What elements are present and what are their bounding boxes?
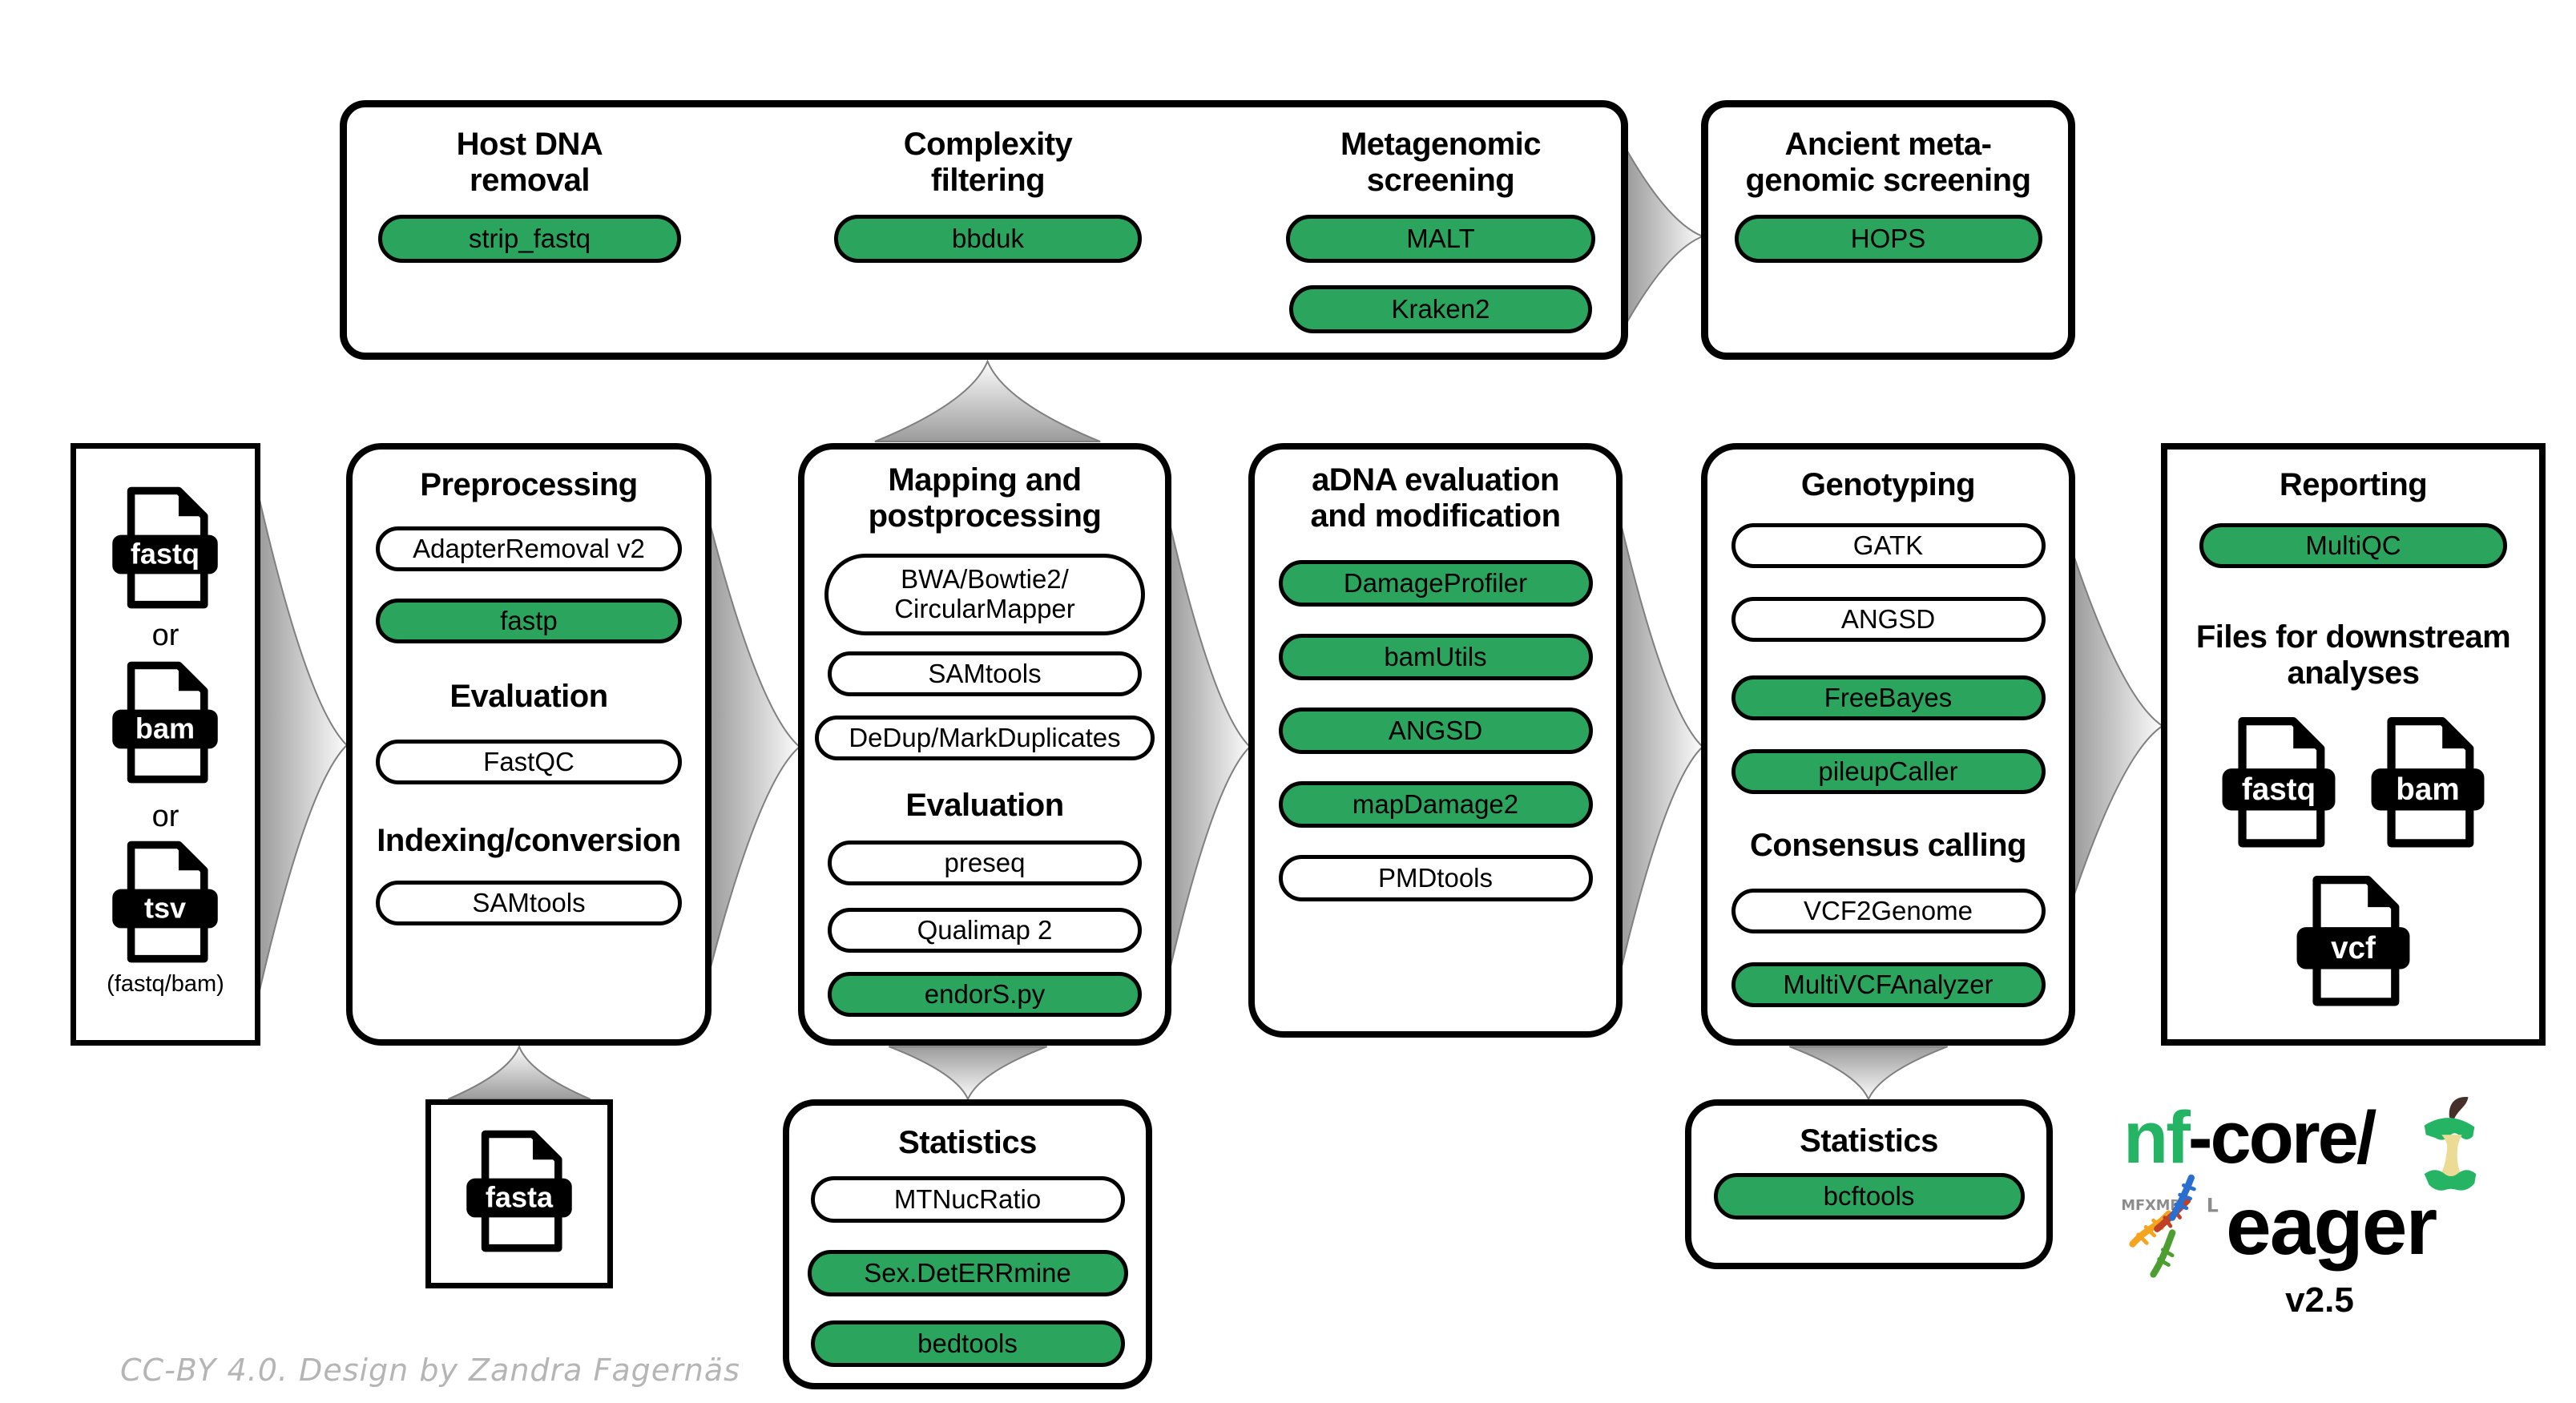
flow-arrow-adna-to-genotyping <box>1620 522 1703 971</box>
dna-helix-icon: MFXMR L <box>2121 1174 2219 1278</box>
svg-text:vcf: vcf <box>2331 931 2376 966</box>
tool-pill-dedup-markduplicates: DeDup/MarkDuplicates <box>815 716 1155 760</box>
subsection-title-indexing: Indexing/conversion <box>377 823 681 858</box>
reporting-box: Reporting MultiQC Files for downstream a… <box>2161 443 2546 1046</box>
mapping-box: Mapping and postprocessing BWA/Bowtie2/ … <box>798 443 1171 1046</box>
tool-pill-angsd: ANGSD <box>1731 597 2046 642</box>
box-title: Preprocessing <box>420 467 638 502</box>
nf-core-wordmark-nf: nf <box>2123 1097 2191 1179</box>
subsection-title-evaluation: Evaluation <box>905 788 1064 823</box>
tool-pill-malt: MALT <box>1286 215 1595 263</box>
genotyping-box: Genotyping GATK ANGSD FreeBayes pileupCa… <box>1701 443 2075 1046</box>
section-title: Metagenomic screening <box>1340 127 1542 198</box>
flow-arrow-preprocessing-to-mapping <box>709 522 800 971</box>
nf-core-wordmark-core: core/ <box>2210 1097 2376 1179</box>
section-host-dna-removal: Host DNA removal strip_fastq <box>361 107 698 353</box>
tool-pill-kraken2: Kraken2 <box>1289 285 1592 333</box>
svg-text:MFXMR: MFXMR <box>2121 1198 2181 1214</box>
apple-core-icon <box>2424 1097 2477 1191</box>
section-title: Host DNA removal <box>456 127 603 198</box>
svg-text:fasta: fasta <box>486 1181 554 1214</box>
fasta-reference-box: fasta <box>425 1099 613 1288</box>
tool-pill-multivcfanalyzer: MultiVCFAnalyzer <box>1731 962 2046 1007</box>
fastq-file-icon: fastq <box>112 486 218 609</box>
section-complexity-filtering: Complexity filtering bbduk <box>816 107 1160 353</box>
tool-pill-fastqc: FastQC <box>376 740 682 784</box>
input-files-box: fastq or bam or tsv (fastq/bam) <box>71 443 260 1046</box>
subsection-title-consensus-calling: Consensus calling <box>1750 828 2026 863</box>
adna-evaluation-box: aDNA evaluation and modification DamageP… <box>1248 443 1623 1038</box>
section-title: Complexity filtering <box>903 127 1073 198</box>
or-label: or <box>151 800 179 833</box>
flow-arrow-genotyping-to-reporting <box>2073 554 2163 897</box>
tool-pill-hops: HOPS <box>1734 215 2042 263</box>
eager-wordmark: eager <box>2226 1180 2437 1272</box>
subsection-title-downstream-files: Files for downstream analyses <box>2195 619 2511 691</box>
or-label: or <box>151 619 179 652</box>
tool-pill-bamutils: bamUtils <box>1278 634 1593 680</box>
tool-pill-fastp: fastp <box>376 599 682 643</box>
statistics-mapping-box: Statistics MTNucRatio Sex.DetERRmine bed… <box>783 1099 1152 1389</box>
box-title: Statistics <box>1800 1123 1938 1159</box>
license-credit: CC-BY 4.0. Design by Zandra Fagernäs <box>120 1353 740 1388</box>
subsection-title-evaluation: Evaluation <box>449 679 608 714</box>
tool-pill-multiqc: MultiQC <box>2199 523 2507 568</box>
tool-pill-mtnucratio: MTNucRatio <box>810 1176 1125 1223</box>
nf-core-wordmark-dash: - <box>2187 1097 2213 1179</box>
input-format-note: (fastq/bam) <box>107 971 224 997</box>
preprocessing-box: Preprocessing AdapterRemoval v2 fastp Ev… <box>346 443 712 1046</box>
pipeline-version: v2.5 <box>2285 1280 2354 1320</box>
flow-arrow-mapping-to-statistics <box>888 1046 1048 1100</box>
svg-text:bam: bam <box>2396 772 2459 807</box>
flow-arrow-mapping-to-screening <box>873 360 1102 443</box>
tool-pill-samtools: SAMtools <box>376 881 682 925</box>
tool-pill-samtools: SAMtools <box>828 651 1142 696</box>
box-title: Genotyping <box>1800 467 1976 502</box>
svg-text:fastq: fastq <box>2242 772 2316 807</box>
tool-pill-pmdtools: PMDtools <box>1278 855 1593 901</box>
box-title: Mapping and postprocessing <box>868 462 1102 534</box>
tool-pill-freebayes: FreeBayes <box>1731 675 2046 720</box>
tool-pill-pileupcaller: pileupCaller <box>1731 749 2046 794</box>
tool-pill-damageprofiler: DamageProfiler <box>1278 560 1593 607</box>
nf-core-wordmark: nf-core/ <box>2123 1096 2376 1180</box>
svg-text:fastq: fastq <box>131 538 200 570</box>
tsv-file-icon: tsv <box>112 841 218 963</box>
box-title: Reporting <box>2279 467 2428 502</box>
fasta-file-icon: fasta <box>466 1130 572 1252</box>
box-title: Ancient meta- genomic screening <box>1745 127 2031 198</box>
svg-text:tsv: tsv <box>144 892 186 925</box>
tool-pill-strip-fastq: strip_fastq <box>378 215 681 263</box>
tool-pill-bwa-bowtie2-circularmapper: BWA/Bowtie2/ CircularMapper <box>824 554 1145 635</box>
tool-pill-sex-deterrmine: Sex.DetERRmine <box>807 1250 1128 1296</box>
bam-file-icon: bam <box>112 661 218 784</box>
tool-pill-adapterremoval: AdapterRemoval v2 <box>376 526 682 571</box>
section-metagenomic-screening: Metagenomic screening MALT Kraken2 <box>1268 107 1613 353</box>
bam-file-icon: bam <box>2371 716 2485 848</box>
tool-pill-endors-py: endorS.py <box>828 972 1142 1017</box>
svg-text:L: L <box>2207 1194 2219 1216</box>
vcf-file-icon: vcf <box>2296 875 2410 1006</box>
screening-box: Host DNA removal strip_fastq Complexity … <box>340 100 1628 360</box>
tool-pill-mapdamage2: mapDamage2 <box>1278 781 1593 828</box>
flow-arrow-mapping-to-adna <box>1169 522 1251 971</box>
fastq-file-icon: fastq <box>2222 716 2336 848</box>
tool-pill-preseq: preseq <box>828 841 1142 885</box>
svg-text:bam: bam <box>135 712 195 745</box>
flow-arrow-screening-to-ancient <box>1626 149 1703 324</box>
flow-arrow-genotyping-to-statistics <box>1788 1046 1949 1100</box>
tool-pill-vcf2genome: VCF2Genome <box>1731 889 2046 933</box>
flow-arrow-fasta-to-preprocessing <box>447 1046 591 1100</box>
tool-pill-gatk: GATK <box>1731 523 2046 568</box>
tool-pill-bedtools: bedtools <box>810 1320 1125 1367</box>
box-title: aDNA evaluation and modification <box>1310 462 1562 534</box>
ancient-screening-box: Ancient meta- genomic screening HOPS <box>1701 100 2075 360</box>
box-title: Statistics <box>898 1125 1037 1160</box>
tool-pill-bbduk: bbduk <box>834 215 1142 263</box>
tool-pill-angsd: ANGSD <box>1278 708 1593 754</box>
statistics-genotyping-box: Statistics bcftools <box>1685 1099 2053 1269</box>
tool-pill-bcftools: bcftools <box>1713 1173 2025 1220</box>
tool-pill-qualimap2: Qualimap 2 <box>828 908 1142 953</box>
flow-arrow-input-to-preprocessing <box>258 495 348 995</box>
